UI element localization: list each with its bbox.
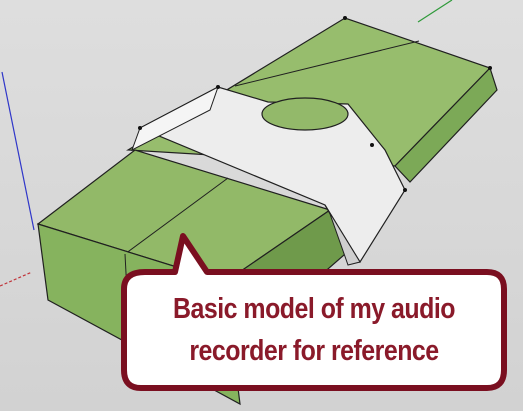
callout-line-1: Basic model of my audio [173, 293, 455, 325]
callout-line-2: recorder for reference [189, 335, 439, 367]
clip-hole [261, 97, 349, 131]
model-ridge-front [124, 177, 229, 255]
callout-bubble [121, 233, 507, 391]
green-axis [417, 0, 453, 23]
blue-axis [1, 71, 35, 231]
model-ridge-back [234, 40, 420, 87]
model-right-side-back [394, 66, 498, 183]
callout-text: Basic model of my audio recorder for ref… [154, 288, 474, 372]
clip-side-face [324, 204, 361, 266]
red-axis [0, 271, 33, 287]
model-vertices [138, 16, 492, 192]
